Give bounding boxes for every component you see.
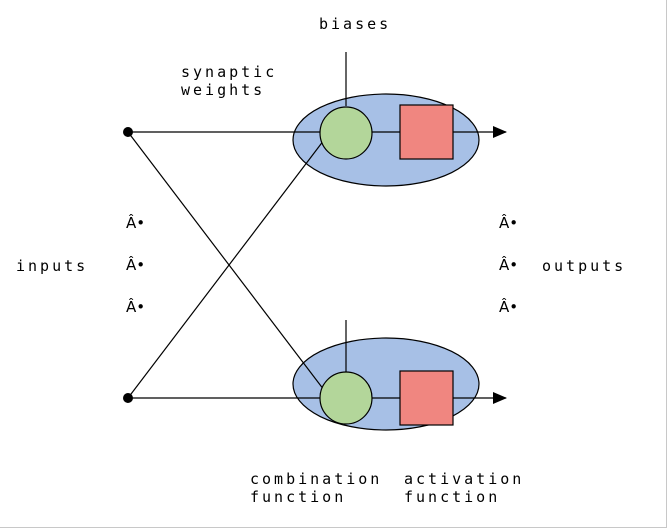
output-ellipsis-3: Â•: [499, 298, 519, 316]
activation-function-label-line1: activation: [404, 470, 525, 488]
combination-function-top: [319, 106, 373, 160]
input-node-bottom: [123, 393, 133, 403]
activation-function-bottom: [399, 370, 454, 426]
input-node-top: [123, 127, 133, 137]
input-ellipsis-1: Â•: [126, 214, 146, 232]
combination-function-label-line1: combination: [250, 470, 383, 488]
combination-function-bottom: [319, 371, 373, 425]
inputs-label: inputs: [16, 257, 89, 275]
connection-input1-neuron2: [127, 131, 325, 391]
biases-label: biases: [319, 15, 392, 33]
synaptic-weights-label-line2: weights: [181, 81, 266, 99]
input-ellipsis-3: Â•: [126, 298, 146, 316]
outputs-label: outputs: [542, 257, 627, 275]
output-ellipsis-2: Â•: [499, 256, 519, 274]
connection-input2-neuron1: [127, 139, 325, 399]
synaptic-weights-label-line1: synaptic: [181, 63, 278, 81]
activation-function-label-line2: function: [404, 488, 501, 506]
activation-function-top: [399, 104, 454, 160]
input-ellipsis-2: Â•: [126, 256, 146, 274]
combination-function-label-line2: function: [250, 488, 347, 506]
output-ellipsis-1: Â•: [499, 214, 519, 232]
